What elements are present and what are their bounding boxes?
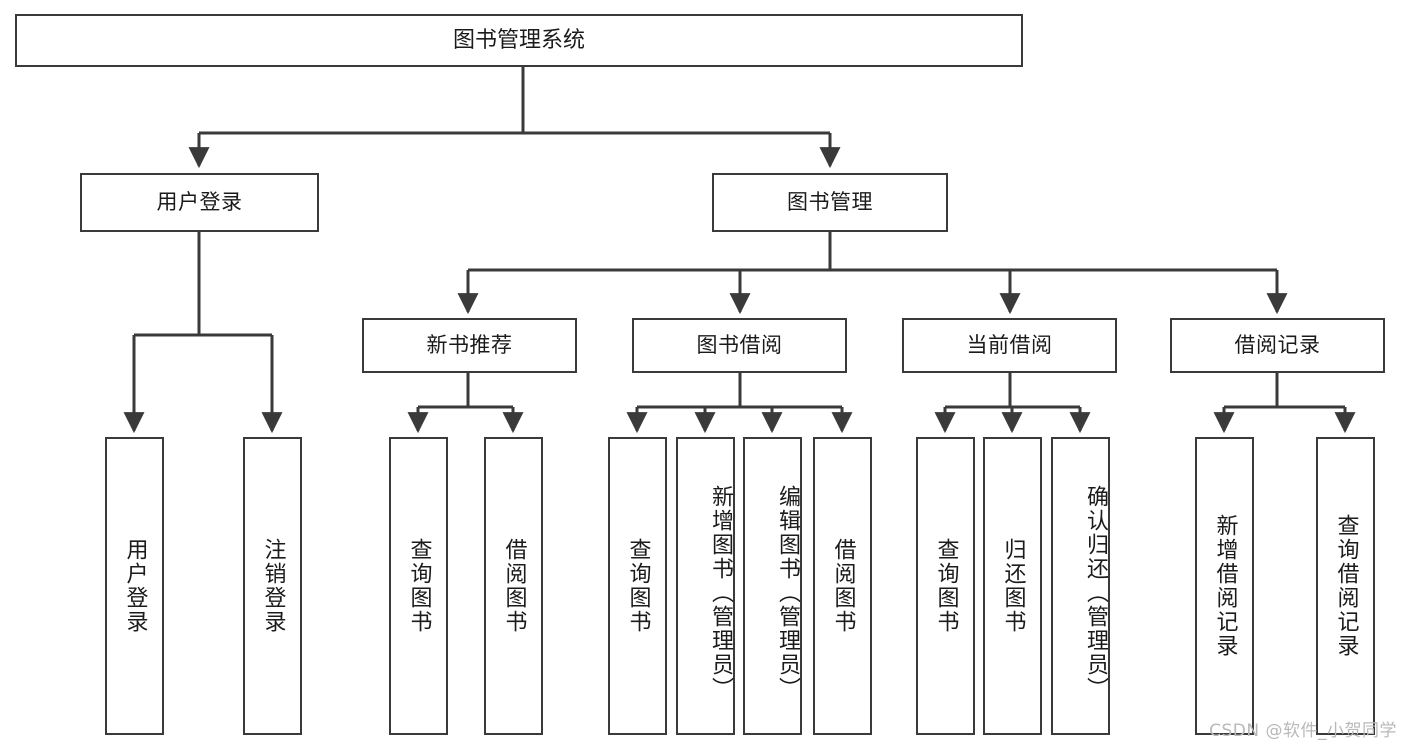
leaf-label: 用户登录 [122,538,148,634]
node-book-borrow[interactable]: 图书借阅 [632,318,847,373]
leaf-current-borrow-return-book[interactable]: 归还图书 [983,437,1042,735]
leaf-label: 借阅图书 [501,538,527,634]
node-borrow-record[interactable]: 借阅记录 [1170,318,1385,373]
node-book-management[interactable]: 图书管理 [712,173,948,232]
leaf-label: 注销登录 [260,538,286,634]
leaf-label: 查询图书 [625,538,651,634]
leaf-label: 查询图书 [406,538,432,634]
node-new-book-recommend[interactable]: 新书推荐 [362,318,577,373]
leaf-new-book-query-book[interactable]: 查询图书 [389,437,448,735]
leaf-label: 归还图书 [1000,538,1026,634]
leaf-current-borrow-query-book[interactable]: 查询图书 [916,437,975,735]
leaf-label: 借阅图书 [830,538,856,634]
node-current-borrow[interactable]: 当前借阅 [902,318,1117,373]
leaf-label: 确认归还（管理员） [1083,485,1108,701]
leaf-current-borrow-confirm-return[interactable]: 确认归还（管理员） [1051,437,1110,735]
leaf-book-borrow-query-book[interactable]: 查询图书 [608,437,667,735]
leaf-borrow-record-add-record[interactable]: 新增借阅记录 [1195,437,1254,735]
leaf-new-book-borrow-book[interactable]: 借阅图书 [484,437,543,735]
leaf-label: 新增图书（管理员） [708,485,733,701]
leaf-borrow-record-query-record[interactable]: 查询借阅记录 [1316,437,1375,735]
leaf-label: 新增借阅记录 [1212,514,1238,658]
leaf-label: 查询借阅记录 [1333,514,1359,658]
leaf-book-borrow-edit-book[interactable]: 编辑图书（管理员） [743,437,802,735]
node-root-system[interactable]: 图书管理系统 [15,14,1023,67]
leaf-user-login-logout[interactable]: 注销登录 [243,437,302,735]
leaf-user-login-login[interactable]: 用户登录 [105,437,164,735]
leaf-book-borrow-add-book[interactable]: 新增图书（管理员） [676,437,735,735]
leaf-label: 编辑图书（管理员） [775,485,800,701]
leaf-book-borrow-borrow-book[interactable]: 借阅图书 [813,437,872,735]
leaf-label: 查询图书 [933,538,959,634]
node-user-login[interactable]: 用户登录 [80,173,319,232]
